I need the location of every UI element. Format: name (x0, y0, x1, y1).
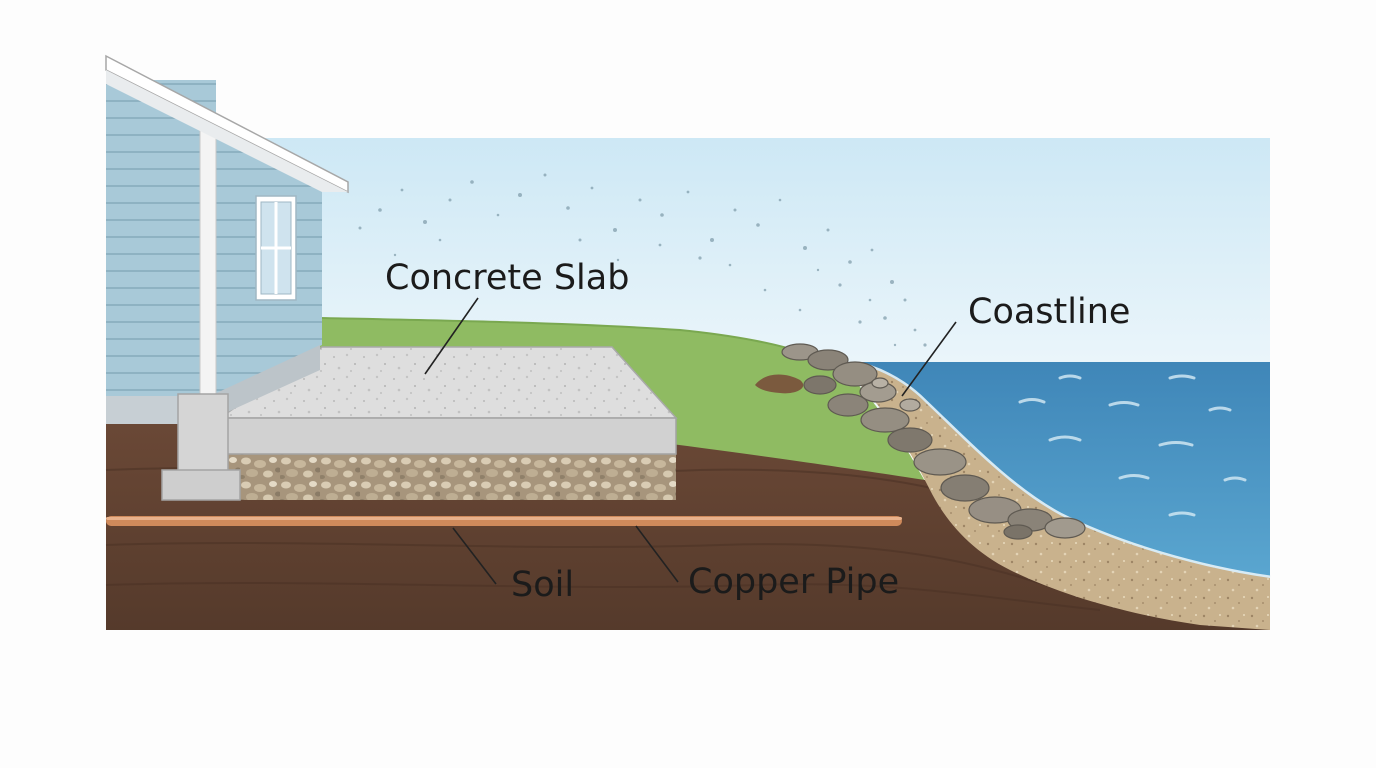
soil-label: Soil (511, 565, 574, 605)
sea (850, 362, 1270, 578)
concrete-slab-edge (217, 417, 677, 455)
salt-spray (358, 173, 927, 347)
coastal-rocks (781, 343, 1086, 540)
foundation-footing (161, 469, 241, 501)
copper-pipe-leader (635, 525, 679, 583)
concrete-slab-leader (424, 297, 479, 375)
gravel-bed (228, 452, 676, 500)
concrete-slab-label: Concrete Slab (385, 258, 629, 298)
beach-sand (850, 362, 1270, 630)
house-wall-front (106, 80, 216, 420)
sea-waves (1018, 374, 1247, 517)
copper-pipe-highlight (106, 517, 902, 520)
coastline-leader (901, 321, 957, 397)
house-base-side (210, 345, 320, 420)
copper-pipe-label: Copper Pipe (688, 562, 899, 602)
eroded-bank (755, 374, 804, 394)
soil-leader (452, 527, 497, 585)
grass-edge (319, 317, 801, 353)
house-corner-trim (199, 127, 217, 397)
foundation-pier (177, 393, 229, 475)
house (105, 54, 349, 424)
roof-underside (106, 70, 348, 192)
coastline-label: Coastline (968, 292, 1130, 332)
